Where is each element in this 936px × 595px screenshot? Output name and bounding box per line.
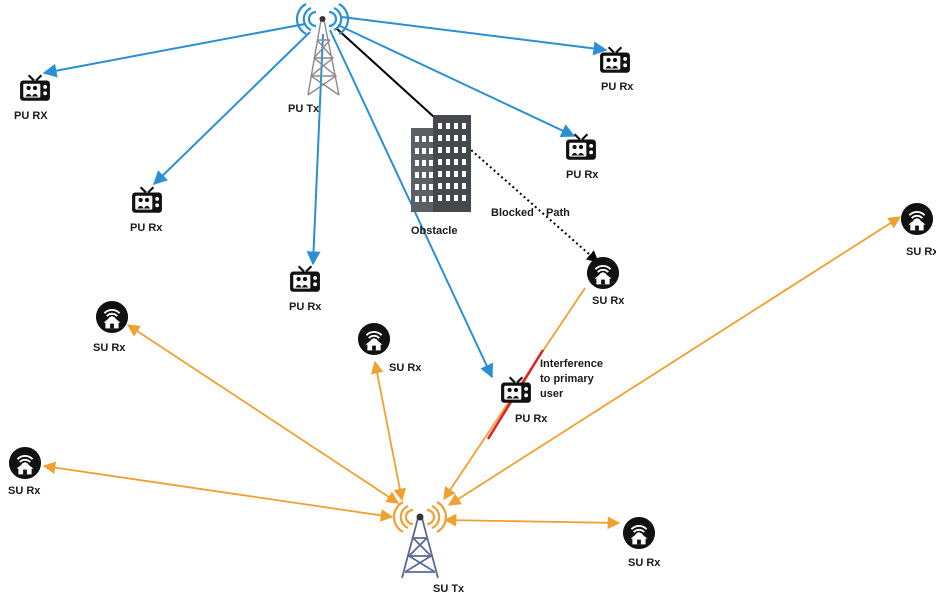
pu-link-mid-left (152, 31, 311, 185)
su-rx-home-icon (622, 516, 656, 550)
su-rx-label: SU Rx (592, 295, 625, 307)
pu-tx-tower-icon (295, 3, 350, 96)
su-link-center (370, 360, 407, 502)
pu-rx-label: PU Rx (601, 81, 634, 93)
pu-rx-tv-icon (131, 186, 163, 214)
pu-tx-label: PU Tx (288, 103, 320, 115)
pu-rx-label: PU Rx (289, 301, 322, 313)
pu-rx-tv-icon (500, 376, 532, 404)
su-tx-label: SU Tx (433, 583, 465, 595)
pu-rx-tv-icon (19, 74, 51, 102)
blocked-link-solid (335, 27, 446, 128)
su-rx-home-icon (357, 322, 391, 356)
obstacle-label: Obstacle (411, 225, 457, 237)
obstacle-building-icon (411, 115, 471, 212)
pu-link-top-right (341, 16, 608, 56)
pu-rx-label: PU RX (14, 110, 48, 122)
interference-annotation-line2: to primary (540, 373, 595, 385)
su-rx-label: SU Rx (628, 557, 661, 569)
su-rx-label: SU Rx (389, 362, 422, 374)
su-tx-tower-icon (392, 501, 448, 579)
pu-link-center (306, 33, 324, 266)
su-link-right (443, 513, 621, 530)
su-rx-label: SU Rx (8, 485, 41, 497)
path-annotation: Path (546, 207, 570, 219)
pu-link-top-left (42, 23, 306, 78)
pu-link-right (337, 24, 576, 137)
pu-rx-label: PU Rx (130, 222, 163, 234)
pu-rx-label: PU Rx (515, 413, 548, 425)
blocked-annotation: Blocked (491, 207, 534, 219)
su-link-far-right (447, 216, 902, 506)
su-link-left-upper (126, 324, 400, 504)
pu-rx-tv-icon (599, 46, 631, 74)
su-link-left-lower (42, 461, 394, 522)
interference-annotation-line3: user (540, 388, 564, 400)
su-rx-home-icon (900, 202, 934, 236)
su-rx-home-icon (8, 446, 42, 480)
interference-annotation-line1: Interference (540, 358, 603, 370)
pu-rx-label: PU Rx (566, 169, 599, 181)
su-rx-label: SU Rx (906, 246, 936, 258)
pu-rx-tv-icon (289, 265, 321, 293)
su-rx-home-icon (586, 256, 620, 290)
su-rx-label: SU Rx (93, 342, 126, 354)
pu-rx-tv-icon (565, 133, 597, 161)
su-rx-home-icon (95, 300, 129, 334)
